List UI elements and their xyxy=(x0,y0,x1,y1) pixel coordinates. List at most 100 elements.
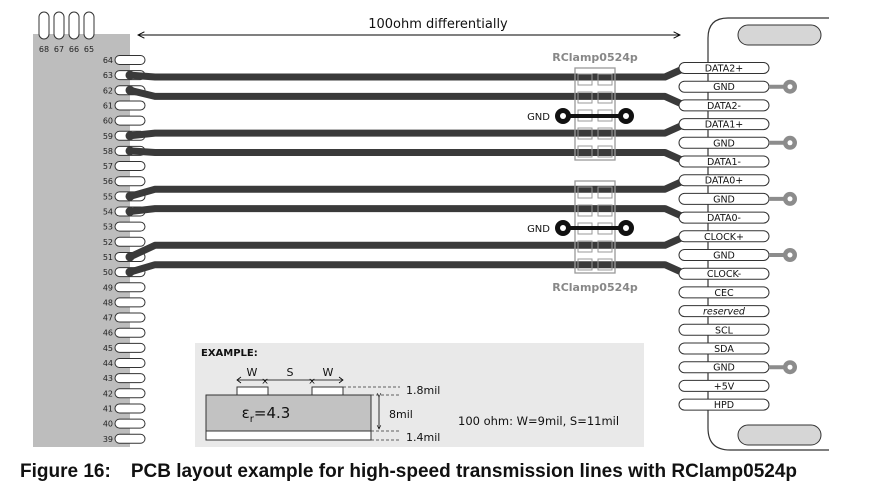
connector-latch-bottom xyxy=(737,424,822,446)
rclamp-pad xyxy=(597,258,613,271)
example-stackup: EXAMPLE: × × W S W 1.8mil 8mil 1.4mil εr… xyxy=(195,343,644,447)
rclamp-pad xyxy=(597,145,613,158)
trace-w2 xyxy=(311,386,344,396)
connector-pin-label: GND xyxy=(713,363,735,374)
gnd-via-top xyxy=(555,108,634,124)
gnd-via-bottom xyxy=(555,220,634,236)
left-pin xyxy=(114,161,146,172)
left-pin-label: 46 xyxy=(103,329,113,338)
top-pin xyxy=(68,11,80,40)
differential-trace xyxy=(126,120,689,140)
connector-pin xyxy=(678,379,770,392)
connector-pin-label: GND xyxy=(713,82,735,93)
left-pin xyxy=(114,373,146,384)
connector-pin-label: SCL xyxy=(715,325,734,336)
rclamp-pad xyxy=(577,186,593,199)
left-pin-label: 47 xyxy=(103,314,113,323)
differential-trace xyxy=(126,205,689,222)
example-title: EXAMPLE: xyxy=(201,348,258,359)
left-pin-label: 60 xyxy=(103,117,113,126)
rclamp-pad xyxy=(597,91,613,104)
differential-trace xyxy=(126,147,689,165)
connector-pin-label: GND xyxy=(713,194,735,205)
left-pin-label: 61 xyxy=(103,101,113,110)
figure-number: Figure 16: xyxy=(20,461,111,482)
left-pin xyxy=(114,312,146,323)
ground-thickness-label: 1.4mil xyxy=(406,431,440,444)
connector-pin-label: HPD xyxy=(714,400,734,411)
differential-trace xyxy=(126,64,689,81)
top-pin-label: 67 xyxy=(54,45,64,54)
left-pin-label: 41 xyxy=(103,404,113,413)
left-pin xyxy=(114,115,146,126)
left-pin xyxy=(114,358,146,368)
connector-pin-label: CLOCK+ xyxy=(704,232,744,243)
differential-trace xyxy=(126,176,689,200)
dim-w2-label: W xyxy=(323,366,334,379)
left-pin-label: 43 xyxy=(103,374,113,383)
differential-trace xyxy=(126,261,689,278)
left-pin xyxy=(114,100,146,111)
figure-caption-text: PCB layout example for high-speed transm… xyxy=(130,461,798,482)
left-pin-label: 54 xyxy=(103,208,113,217)
connector-latch-top xyxy=(737,24,822,46)
rclamp-label-bottom: RClamp0524p xyxy=(552,281,638,294)
permittivity-label: εr=4.3 xyxy=(242,404,291,425)
connector-pin xyxy=(678,398,770,411)
top-pin xyxy=(83,11,95,40)
top-pin-label: 66 xyxy=(69,45,79,54)
left-pin-label: 64 xyxy=(103,56,113,65)
left-pin-label: 40 xyxy=(103,420,113,429)
gnd-via-label-bottom: GND xyxy=(527,224,550,235)
trace-w1 xyxy=(236,386,269,396)
left-pin-label: 44 xyxy=(103,359,113,368)
connector-pin xyxy=(678,211,770,224)
differential-trace xyxy=(126,86,689,109)
left-pin-label: 52 xyxy=(103,238,113,247)
left-pin xyxy=(114,403,146,414)
rclamp-label-top: RClamp0524p xyxy=(552,51,638,64)
differential-trace xyxy=(126,232,689,261)
rclamp-pad xyxy=(597,240,613,253)
trace-group xyxy=(125,62,691,280)
left-pin xyxy=(114,433,146,444)
connector-pin-label: DATA0- xyxy=(707,213,741,224)
connector-pin xyxy=(678,62,770,74)
connector-pin xyxy=(678,323,770,336)
dielectric-layer xyxy=(205,394,372,432)
left-pin-label: 63 xyxy=(103,71,113,80)
left-pin-label: 58 xyxy=(103,147,113,156)
left-pin-label: 39 xyxy=(103,435,113,444)
dielectric-thickness-label: 8mil xyxy=(389,408,413,421)
left-pin-label: 48 xyxy=(103,298,113,307)
left-pin-label: 51 xyxy=(103,253,113,262)
left-pin-label: 57 xyxy=(103,162,113,171)
left-pin xyxy=(114,55,146,65)
connector-pin xyxy=(678,118,770,131)
connector-pin-label: CEC xyxy=(714,288,734,299)
connector-pin-label: DATA0+ xyxy=(705,176,743,187)
ground-plane-layer xyxy=(205,430,372,441)
rclamp-pad xyxy=(597,186,613,199)
left-pin xyxy=(114,297,146,308)
connector-pin xyxy=(678,286,770,299)
left-pin xyxy=(114,327,146,338)
connector-pin xyxy=(678,155,770,168)
left-pin xyxy=(114,282,146,293)
left-pin-label: 49 xyxy=(103,283,113,292)
ic-chip-body xyxy=(33,34,130,447)
dim-s-label: S xyxy=(287,366,294,379)
connector-pin-label: DATA2+ xyxy=(705,64,743,75)
connector-pin xyxy=(678,267,770,280)
left-pin xyxy=(114,342,146,353)
top-pin-label: 65 xyxy=(84,45,94,54)
connector-pin-group: DATA2+GNDDATA2-DATA1+GNDDATA1-DATA0+GNDD… xyxy=(678,62,797,411)
rclamp-group xyxy=(574,67,616,274)
impedance-spec: 100 ohm: W=9mil, S=11mil xyxy=(458,414,619,428)
connector-pin xyxy=(678,174,770,187)
rclamp-pad xyxy=(577,258,593,271)
dim-w1-label: W xyxy=(247,366,258,379)
left-pin xyxy=(114,388,146,399)
